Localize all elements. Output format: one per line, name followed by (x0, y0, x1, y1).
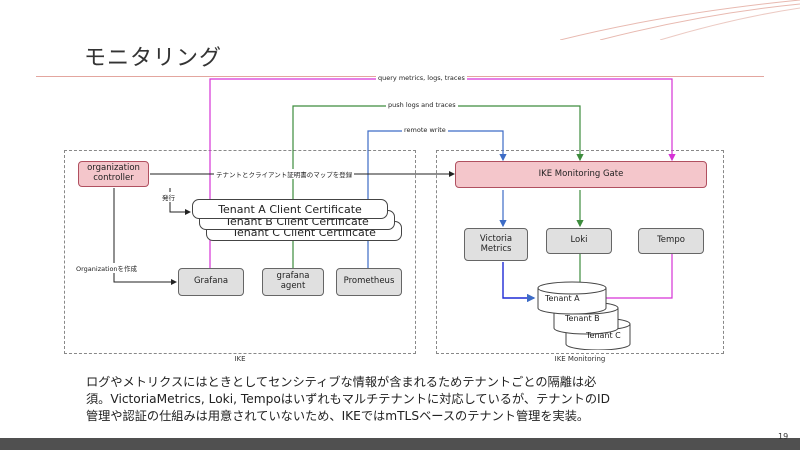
node-grafana-label: Grafana (193, 276, 229, 287)
tenant-label-a: Tenant A (545, 294, 580, 303)
node-grafana-agent-label: grafana agent (276, 271, 310, 291)
description-line-2: 須。VictoriaMetrics, Loki, Tempoはいずれもマルチテナ… (86, 392, 611, 406)
node-victoria-metrics-label: Victoria Metrics (479, 233, 513, 254)
footer-bar (0, 438, 800, 450)
node-prometheus-label: Prometheus (343, 276, 395, 287)
description-line-3: 管理や認証の仕組みは用意されていないため、IKEではmTLSベースのテナント管理… (86, 409, 590, 423)
node-grafana-agent: grafana agent (262, 268, 324, 296)
edge-label-query: query metrics, logs, traces (376, 74, 467, 82)
description-line-1: ログやメトリクスにはときとしてセンシティブな情報が含まれるためテナントごとの隔離… (86, 375, 597, 389)
tenant-label-c: Tenant C (586, 331, 621, 340)
description: ログやメトリクスにはときとしてセンシティブな情報が含まれるためテナントごとの隔離… (86, 374, 726, 425)
node-ike-monitoring-gate-label: IKE Monitoring Gate (538, 168, 624, 179)
tenant-storage-group (537, 281, 631, 350)
node-grafana: Grafana (178, 268, 244, 296)
edge-label-remote-write: remote write (402, 126, 448, 134)
node-prometheus: Prometheus (336, 268, 402, 296)
node-tempo-label: Tempo (657, 235, 685, 246)
edge-label-issue: 発行 (160, 192, 177, 202)
decorative-swoosh (560, 0, 800, 40)
tenant-cylinder-a (537, 281, 607, 315)
node-ike-monitoring-gate: IKE Monitoring Gate (455, 161, 707, 188)
certificate-card-tenant-a: Tenant A Client Certificate (192, 199, 388, 219)
page-number: 19 (778, 432, 789, 441)
region-ike (64, 150, 416, 354)
edge-label-push: push logs and traces (386, 101, 458, 109)
node-tempo: Tempo (638, 228, 704, 254)
region-ike-monitoring-label: IKE Monitoring (554, 355, 606, 363)
region-ike-label: IKE (234, 355, 246, 363)
edge-label-create-org: Organizationを作成 (74, 263, 140, 273)
slide-title: モニタリング (84, 46, 223, 71)
node-organization-controller: organization controller (78, 161, 149, 187)
node-loki: Loki (546, 228, 612, 254)
tenant-label-b: Tenant B (565, 314, 600, 323)
certificate-card-tenant-a-label: Tenant A Client Certificate (218, 202, 362, 216)
node-loki-label: Loki (570, 235, 588, 246)
node-organization-controller-label: organization controller (87, 163, 140, 183)
edge-label-register-map: テナントとクライアント証明書のマップを登録 (214, 169, 355, 179)
node-victoria-metrics: Victoria Metrics (464, 228, 528, 261)
